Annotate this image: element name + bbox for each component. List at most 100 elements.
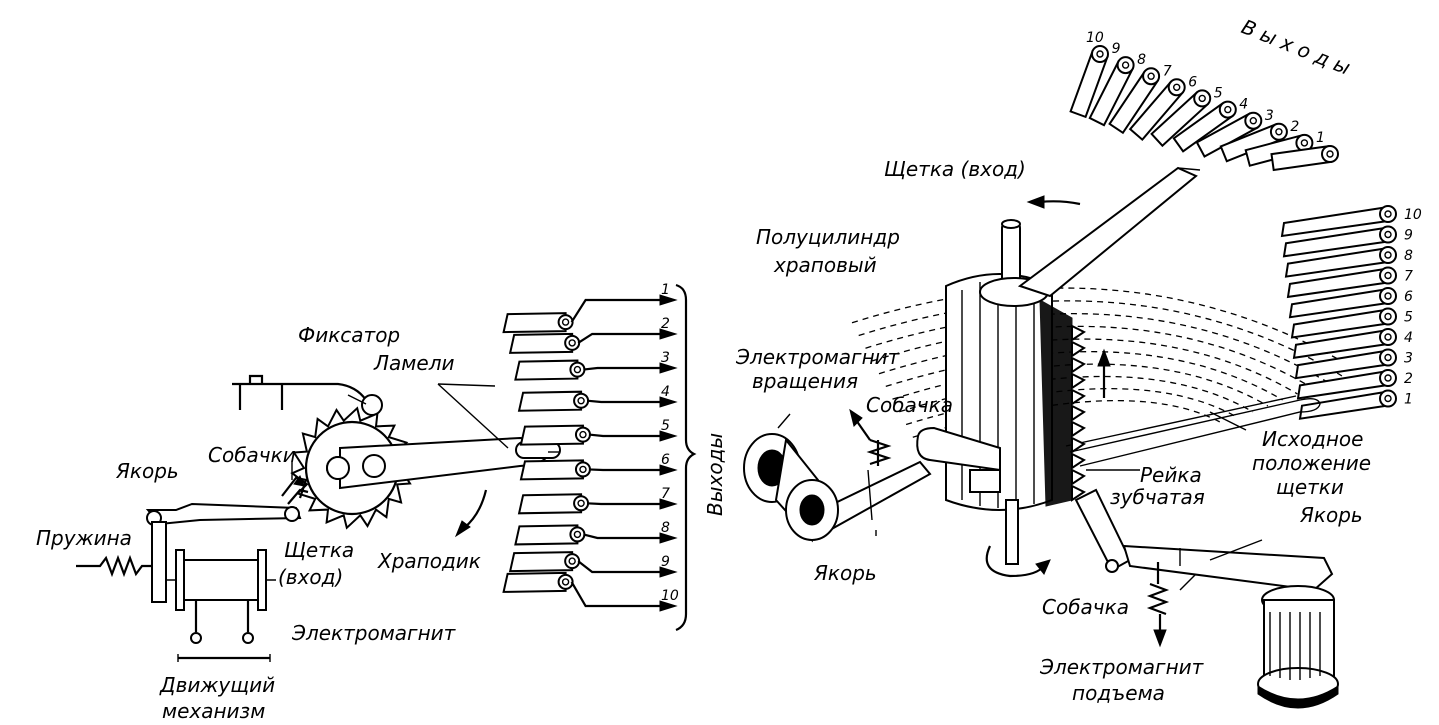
output-wire-9 <box>577 560 678 578</box>
side-number-10: 10 <box>1404 207 1422 223</box>
side-number-5: 5 <box>1404 310 1413 326</box>
top-row-contacts <box>1069 45 1339 172</box>
half-cylinder-label-line1: Полуцилиндр <box>756 225 900 249</box>
top-contact-6 <box>1150 89 1212 148</box>
ratchet-half-cylinder <box>945 273 1086 511</box>
pawl-bottom-label: Собачка <box>1042 595 1129 619</box>
pawls-label: Собачки <box>208 443 296 467</box>
pawl-top-label: Собачка <box>866 393 953 417</box>
contact-level-6 <box>878 338 1298 395</box>
brush-home-leader <box>1209 411 1247 431</box>
top-number-8: 8 <box>1137 52 1146 68</box>
right-scheme: Щетка (вход) Полуцилиндр храповый Электр… <box>735 14 1422 709</box>
side-contact-1 <box>1298 389 1397 420</box>
output-wire-3 <box>583 362 678 374</box>
output-number-3: 3 <box>661 350 670 366</box>
outputs-label: Выходы <box>703 433 727 516</box>
side-number-4: 4 <box>1404 330 1413 346</box>
armature-right-label: Якорь <box>1299 503 1363 527</box>
rotation-arrow-bottom <box>985 545 1045 578</box>
lamel-3 <box>514 359 586 381</box>
side-number-1: 1 <box>1404 392 1413 408</box>
output-number-9: 9 <box>661 554 670 570</box>
rack-tooth <box>1071 468 1086 486</box>
rotation-arrow-top <box>1039 200 1081 206</box>
output-number-5: 5 <box>661 418 670 434</box>
rotation-magnet-label-line1: Электромагнит <box>735 345 901 369</box>
top-contact-10 <box>1069 45 1109 119</box>
brush-home-label-line1: Исходное <box>1262 427 1363 451</box>
outputs-brace <box>675 283 697 632</box>
output-number-1: 1 <box>661 282 670 298</box>
left-electromagnet <box>166 549 276 662</box>
output-wire-10 <box>570 581 678 612</box>
brush-home-label-line2: положение <box>1252 451 1371 475</box>
spring <box>76 554 152 578</box>
rack-tooth <box>1071 484 1086 502</box>
lift-magnet-label-line1: Электромагнит <box>1039 655 1205 679</box>
brush-label-line1: Щетка <box>284 538 354 562</box>
output-number-8: 8 <box>661 520 670 536</box>
contact-level-3 <box>899 375 1254 413</box>
rack-tooth <box>1071 356 1086 374</box>
output-wire-5 <box>588 430 678 442</box>
brush-arm-right <box>1017 166 1201 298</box>
side-contact-4 <box>1292 328 1397 359</box>
side-contact-8 <box>1284 246 1397 278</box>
side-row-contacts <box>1280 205 1397 420</box>
outputs-top-label: В ы х о д ы <box>1238 14 1354 79</box>
contact-level-9 <box>858 300 1343 377</box>
fixator-bracket <box>232 374 383 416</box>
lamel-10 <box>502 571 574 593</box>
rack-tooth <box>1071 420 1086 438</box>
side-number-3: 3 <box>1404 351 1413 367</box>
top-number-5: 5 <box>1214 86 1223 102</box>
side-number-6: 6 <box>1404 289 1413 305</box>
side-contact-2 <box>1296 369 1397 400</box>
armature-lever <box>145 502 302 603</box>
side-number-9: 9 <box>1404 228 1413 244</box>
side-number-7: 7 <box>1404 269 1413 285</box>
lamels-fan <box>502 312 591 593</box>
pawls <box>281 474 309 505</box>
lamel-4 <box>517 390 590 412</box>
top-contact-2 <box>1244 133 1314 167</box>
rack-tooth <box>1071 372 1086 390</box>
lamel-6 <box>519 459 591 481</box>
left-scheme: Фиксатор Ламели Собачки Якорь Пружина Ще… <box>36 282 727 723</box>
output-number-6: 6 <box>661 452 670 468</box>
left-electromagnet-label: Электромагнит <box>291 621 457 645</box>
drive-label-line1: Движущий <box>159 673 275 697</box>
spring-label: Пружина <box>36 526 132 550</box>
contact-level-8 <box>865 313 1328 383</box>
brush-input-label: Щетка (вход) <box>884 157 1026 181</box>
rotation-electromagnet <box>743 413 839 543</box>
lamels-label: Ламели <box>373 351 454 375</box>
armature-left-label: Якорь <box>813 561 877 585</box>
output-number-2: 2 <box>661 316 670 332</box>
output-wire-4 <box>586 396 678 408</box>
top-number-3: 3 <box>1265 108 1274 124</box>
output-wires <box>570 294 678 612</box>
lamel-2 <box>508 332 581 354</box>
side-contact-3 <box>1294 348 1397 380</box>
top-contact-8 <box>1108 67 1161 135</box>
rack-tooth <box>1071 388 1086 406</box>
output-wire-7 <box>587 498 678 510</box>
side-contact-7 <box>1286 266 1397 299</box>
top-contact-5 <box>1172 100 1237 153</box>
top-number-9: 9 <box>1112 41 1121 57</box>
contact-level-4 <box>892 363 1269 407</box>
top-contact-3 <box>1219 122 1288 163</box>
lamel-1 <box>502 312 574 334</box>
side-number-2: 2 <box>1404 371 1413 387</box>
lamel-7 <box>517 493 590 515</box>
rotation-magnet-label-line2: вращения <box>752 369 858 393</box>
output-number-4: 4 <box>661 384 670 400</box>
rack-tooth <box>1071 436 1086 454</box>
lamel-8 <box>514 524 586 546</box>
